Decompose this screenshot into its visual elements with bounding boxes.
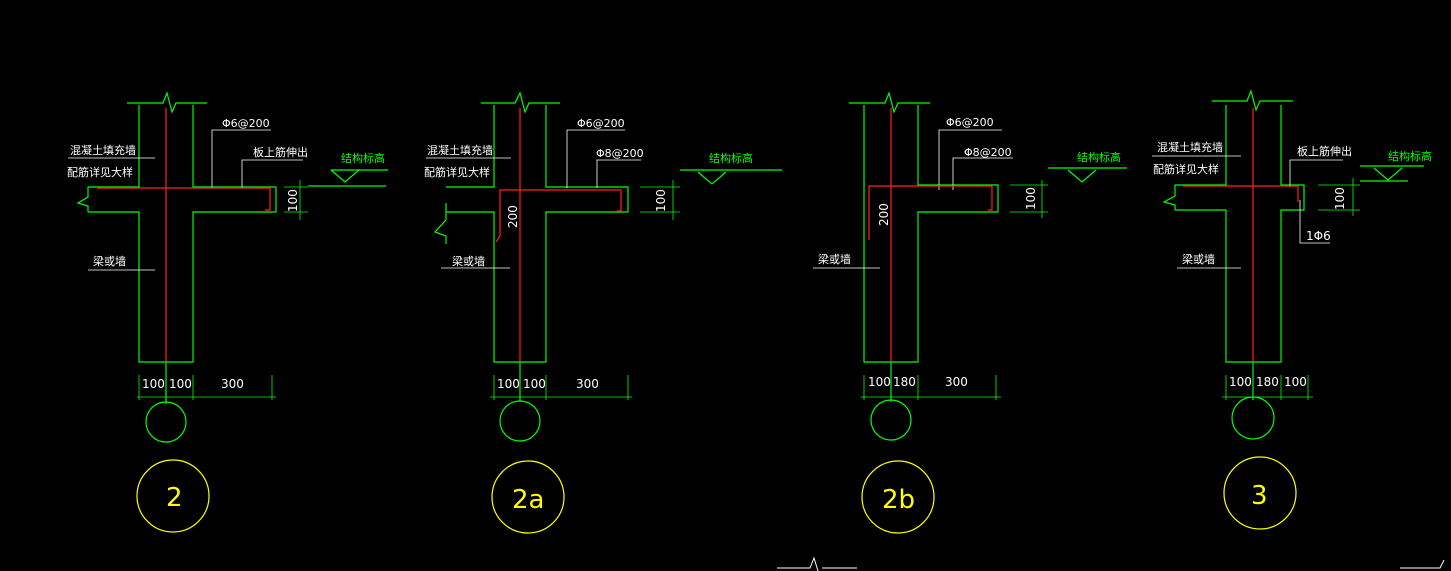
detail-2a-tag-circle — [491, 460, 565, 534]
detail-2a-wall-outline — [446, 105, 629, 363]
detail-3-rebar — [1183, 108, 1299, 362]
detail-2a-infill-label: 混凝土填充墙 — [427, 143, 493, 157]
detail-2-elevation-marker — [308, 169, 388, 187]
detail-2b-slab-thk-label: 100 — [1024, 187, 1038, 210]
detail-3-tag: 3 — [1251, 481, 1268, 511]
detail-2-left-break-line — [76, 187, 89, 212]
detail-2a — [426, 91, 782, 534]
detail-2-rebar — [97, 108, 271, 362]
detail-2-dim-1: 100 — [142, 377, 165, 391]
detail-3-leaders — [1152, 155, 1343, 269]
detail-2 — [68, 91, 388, 533]
detail-2b-dim-3: 300 — [945, 375, 968, 389]
detail-2b-tag: 2b — [882, 485, 915, 515]
detail-2a-rebar2-label: Φ8@200 — [596, 147, 644, 160]
detail-3-beam-wall-label: 梁或墙 — [1182, 252, 1215, 266]
detail-3-wall-outline — [1175, 105, 1305, 363]
detail-2b-dim-1: 100 — [868, 375, 891, 389]
detail-2b-elevation-marker — [1048, 167, 1127, 183]
detail-3 — [1152, 89, 1424, 530]
detail-2-elevation-label: 结构标高 — [341, 151, 385, 165]
bottom-partial-break-line — [777, 556, 857, 571]
detail-3-dim-1: 100 — [1229, 375, 1252, 389]
detail-2a-dim-3: 300 — [576, 377, 599, 391]
detail-2-dim-2: 100 — [169, 377, 192, 391]
detail-2a-reinforcement-label: 配筋详见大样 — [424, 165, 490, 179]
detail-2a-axis-circle — [499, 400, 541, 442]
detail-2b-dim-2: 180 — [893, 375, 916, 389]
detail-2b-beam-wall-label: 梁或墙 — [818, 252, 851, 266]
detail-2-infill-label: 混凝土填充墙 — [70, 143, 136, 157]
detail-3-slab-thk-label: 100 — [1333, 187, 1347, 210]
detail-2b-elevation-label: 结构标高 — [1077, 150, 1121, 164]
detail-2b-wall-outline — [863, 105, 999, 363]
detail-2-slab-thk-label: 100 — [286, 189, 300, 212]
detail-2a-elevation-label: 结构标高 — [709, 151, 753, 165]
detail-3-axis-circle — [1231, 396, 1275, 440]
detail-2a-vertical-label: 200 — [506, 205, 520, 228]
detail-2a-dim-2: 100 — [523, 377, 546, 391]
detail-2a-slab-thk-label: 100 — [654, 189, 668, 212]
detail-2a-elevation-marker — [680, 169, 782, 185]
detail-3-elevation-label: 结构标高 — [1388, 149, 1432, 163]
detail-3-reinforcement-label: 配筋详见大样 — [1153, 162, 1219, 176]
detail-2-reinforcement-label: 配筋详见大样 — [67, 165, 133, 179]
detail-2b-rebar2-label: Φ8@200 — [964, 146, 1012, 159]
detail-2-extend-label: 板上筋伸出 — [253, 145, 308, 159]
detail-3-extend-label: 板上筋伸出 — [1297, 144, 1352, 158]
detail-2a-rebar — [495, 108, 622, 362]
detail-2-rebar1-label: Φ6@200 — [222, 117, 270, 130]
detail-3-left-break-line — [1162, 185, 1176, 210]
detail-2a-leaders — [426, 129, 641, 269]
detail-3-dim-3: 100 — [1284, 375, 1307, 389]
detail-2b-rebar — [868, 108, 993, 362]
detail-2b-rebar1-label: Φ6@200 — [946, 116, 994, 129]
detail-2-wall-outline — [88, 105, 277, 363]
detail-3-tag-circle — [1223, 456, 1297, 530]
detail-2a-rebar1-label: Φ6@200 — [577, 117, 625, 130]
detail-2a-tag: 2a — [512, 485, 544, 515]
detail-2-dim-3: 300 — [221, 377, 244, 391]
detail-2-axis-circle — [145, 401, 187, 443]
detail-2-top-break-line — [127, 91, 207, 114]
detail-2a-left-break-line — [433, 203, 447, 244]
bottom-right-partial-line — [1400, 559, 1445, 569]
detail-2a-top-break-line — [481, 91, 560, 114]
detail-2-leaders — [68, 129, 303, 271]
detail-3-slab-dim — [1318, 178, 1360, 216]
detail-2a-dim-1: 100 — [497, 377, 520, 391]
detail-2-slab-dim — [284, 180, 308, 220]
detail-2-tag-circle — [136, 459, 210, 533]
detail-2b — [813, 91, 1127, 534]
detail-2b-leaders — [813, 129, 1013, 269]
detail-2b-axis-circle — [870, 399, 912, 441]
detail-3-infill-label: 混凝土填充墙 — [1157, 140, 1223, 154]
detail-2b-slab-dim — [1010, 180, 1048, 218]
detail-3-bar-label: 1Φ6 — [1306, 229, 1331, 243]
detail-2-beam-wall-label: 梁或墙 — [93, 254, 126, 268]
detail-2b-vertical-label: 200 — [877, 203, 891, 226]
detail-3-elevation-marker — [1360, 165, 1424, 182]
detail-2a-beam-wall-label: 梁或墙 — [452, 254, 485, 268]
detail-3-dim-2: 180 — [1256, 375, 1279, 389]
detail-2b-tag-circle — [861, 460, 935, 534]
detail-2-tag: 2 — [166, 483, 183, 513]
detail-3-top-break-line — [1212, 89, 1293, 112]
detail-2b-top-break-line — [849, 91, 930, 114]
detail-2a-slab-dim — [640, 180, 680, 220]
